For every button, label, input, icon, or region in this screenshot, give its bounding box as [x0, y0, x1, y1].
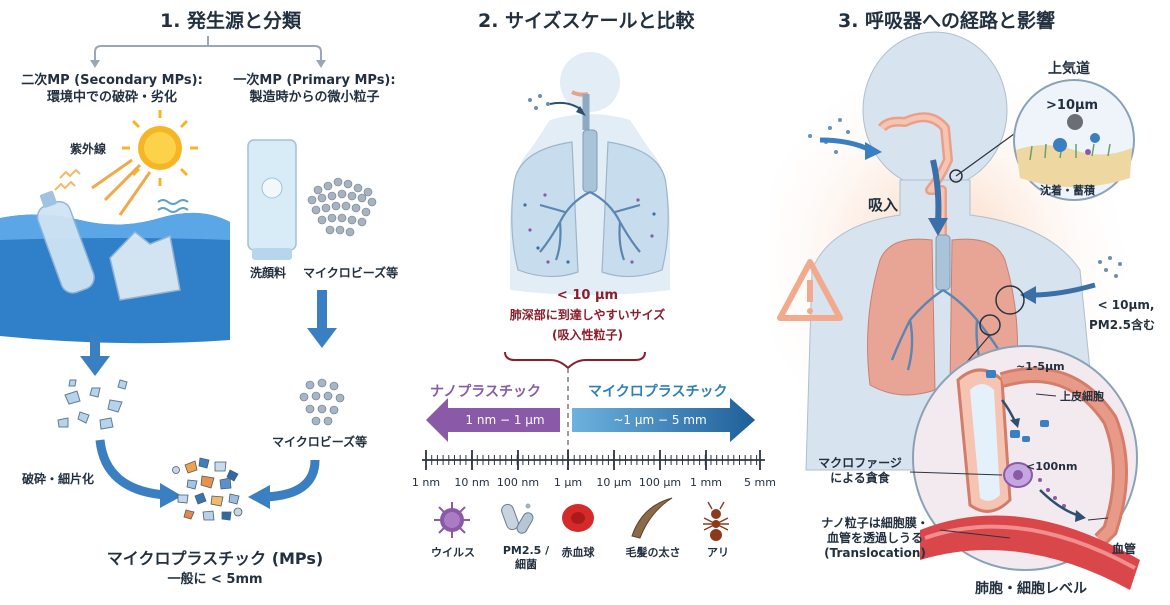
- panel3-title: 3. 呼吸器への経路と影響: [838, 10, 1056, 32]
- nano-label: ナノプラスチック: [430, 384, 542, 400]
- deposit-label: 沈着・蓄積: [1040, 184, 1095, 197]
- mp-title: マイクロプラスチック (MPs): [106, 549, 324, 568]
- plastic-bag-icon: [109, 230, 181, 301]
- microbeads-pile-icon: [307, 177, 377, 237]
- lt100nm-label: <100nm: [1026, 460, 1078, 473]
- sun-icon: [122, 110, 198, 186]
- secondary-mp-label: 二次MP (Secondary MPs): 環境中での破砕・劣化: [12, 72, 212, 106]
- lt10-label: < 10µm,: [1097, 298, 1155, 312]
- scale-tick-label: 1 nm: [411, 476, 441, 489]
- example-label-ant: アリ: [707, 546, 729, 559]
- epithelial-label: 上皮細胞: [1060, 390, 1104, 403]
- panel2-title: 2. サイズスケールと比較: [478, 10, 695, 32]
- scale-tick-label: 10 µm: [596, 476, 632, 489]
- macrophage-line1: マクロファージ: [818, 456, 902, 470]
- panel2-graphics: [422, 52, 765, 541]
- pm25-line1: PM2.5 /: [502, 544, 550, 557]
- lungs-diagram-icon: [510, 52, 670, 295]
- plastic-fragments-icon: [57, 379, 128, 430]
- panel3-graphics: [770, 31, 1140, 590]
- secondary-mp-title: 二次MP (Secondary MPs):: [21, 73, 203, 88]
- microbeads-label: マイクロビーズ等: [303, 266, 399, 280]
- alveoli-label: 肺胞・細胞レベル: [975, 581, 1087, 597]
- upper-airway-label: 上気道: [1048, 61, 1090, 77]
- scale-tick-label: 1 µm: [553, 476, 583, 489]
- primary-mp-desc: 製造時からの微小粒子: [249, 90, 380, 105]
- mp-size: 一般に < 5mm: [167, 572, 263, 587]
- scale-tick-label: 5 mm: [744, 476, 776, 489]
- gt10-label: >10µm: [1046, 98, 1099, 113]
- example-label-pm25: PM2.5 / 細菌: [496, 544, 556, 572]
- example-label-virus: ウイルス: [431, 546, 475, 559]
- bacteria-icon: [501, 503, 534, 534]
- primary-mp-label: 一次MP (Primary MPs): 製造時からの微小粒子: [222, 72, 407, 106]
- scale-tick-label: 1 mm: [690, 476, 722, 489]
- micro-label: マイクロプラスチック: [588, 384, 728, 400]
- scale-tick-label: 100 nm: [496, 476, 540, 489]
- pm25-line2: 細菌: [515, 558, 537, 571]
- cleanser-label: 洗顔料: [250, 266, 287, 280]
- nanoparticle-line2: 血管を透過しうる: [826, 531, 923, 545]
- plastic-bottle-icon: [36, 190, 95, 294]
- microbeads-label-2: マイクロビーズ等: [272, 435, 368, 449]
- uv-label: 紫外線: [70, 142, 107, 156]
- red-blood-cell-icon: [562, 504, 594, 532]
- scale-tick-label: 10 nm: [454, 476, 490, 489]
- secondary-mp-desc: 環境中での破砕・劣化: [46, 90, 177, 105]
- micro-range: ~1 µm − 5 mm: [613, 413, 707, 427]
- hair-icon: [631, 497, 673, 539]
- inhale-label: 吸入: [868, 196, 899, 214]
- ant-icon: [703, 501, 729, 541]
- scale-tick-label: 100 µm: [638, 476, 682, 489]
- nano-range: 1 nm − 1 µm: [465, 413, 545, 427]
- example-label-hair: 毛髪の太さ: [625, 546, 681, 559]
- nanoparticle-line1: ナノ粒子は細胞膜・: [821, 516, 929, 530]
- fragment-label: 破砕・細片化: [22, 472, 95, 486]
- mixed-microplastics-icon: [172, 457, 243, 521]
- size15-label: ~1-5µm: [1016, 360, 1065, 373]
- cleanser-tube-icon: [247, 139, 297, 260]
- nanoparticle-label: ナノ粒子は細胞膜・ 血管を透過しうる (Translocation): [805, 516, 945, 561]
- primary-mp-title: 一次MP (Primary MPs):: [233, 73, 396, 88]
- example-label-rbc: 赤血球: [561, 546, 595, 559]
- panel1-title: 1. 発生源と分類: [160, 10, 302, 32]
- respirable-label: (吸入性粒子): [552, 328, 623, 342]
- threshold-label: < 10 µm: [556, 288, 619, 303]
- threshold-desc: 肺深部に到達しやすいサイズ: [509, 308, 666, 322]
- panel1-graphics: [0, 36, 377, 521]
- virus-icon: [434, 502, 470, 538]
- macrophage-label: マクロファージ による貪食: [810, 456, 910, 486]
- macrophage-line2: による貪食: [830, 471, 890, 485]
- nanoparticle-line3: (Translocation): [824, 546, 926, 560]
- warning-icon: [777, 259, 843, 321]
- pm25-label: PM2.5含む: [1089, 318, 1155, 332]
- vessel-label: 血管: [1112, 542, 1137, 556]
